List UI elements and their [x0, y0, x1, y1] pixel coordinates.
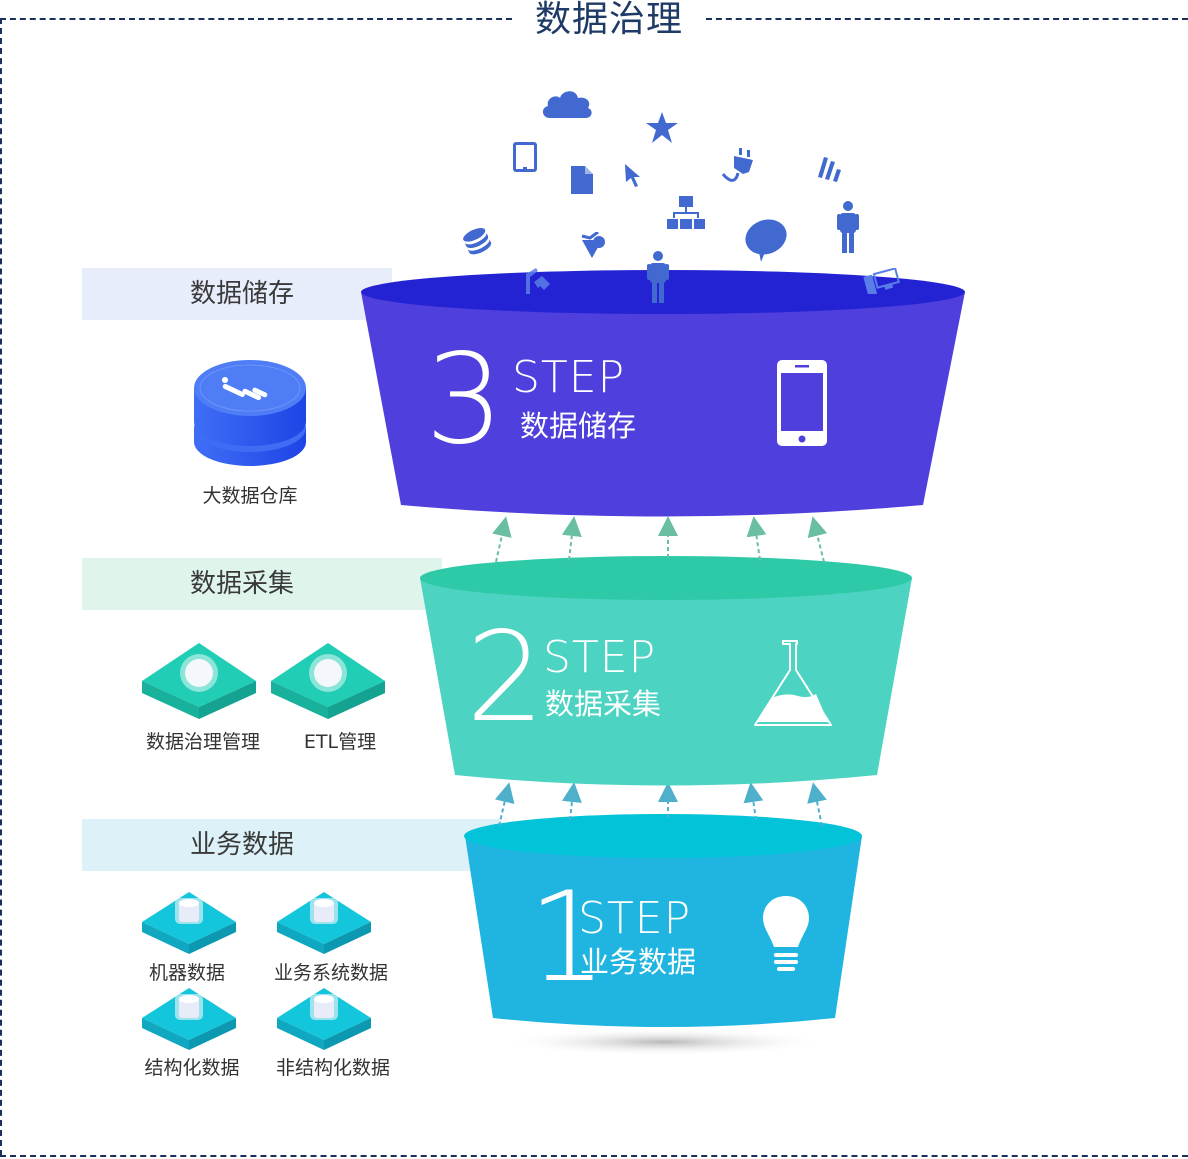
database-cylinder-icon — [194, 360, 306, 466]
step-2-word: STEP — [543, 632, 657, 683]
section-label-collection: 数据采集 — [190, 569, 295, 599]
section-label-storage: 数据储存 — [190, 279, 295, 309]
flow-arrows-2-to-3 — [492, 516, 828, 563]
item-label-data-warehouse: 大数据仓库 — [202, 485, 298, 507]
step-1-label: 业务数据 — [580, 945, 697, 979]
flow-arrow — [561, 782, 582, 821]
step-2-number: 2 — [466, 606, 545, 750]
section-band-business: 业务数据 — [82, 819, 502, 871]
frame-border-left — [0, 18, 2, 1156]
flow-arrow — [494, 782, 515, 827]
item-label-machine-data: 机器数据 — [148, 962, 225, 984]
section-band-storage: 数据储存 — [82, 268, 392, 320]
chat-bubble-icon — [745, 219, 787, 262]
item-label-business-system-data: 业务系统数据 — [273, 962, 388, 984]
flow-arrows-1-to-2 — [494, 782, 827, 827]
page-title: 数据治理 — [534, 0, 683, 40]
funnel-step-1 — [464, 814, 862, 1027]
coins-icon — [463, 228, 492, 255]
flow-arrow — [492, 516, 512, 563]
frame-border-top-right — [706, 18, 1188, 20]
step-1-number: 1 — [528, 866, 607, 1010]
item-label-structured-data: 结构化数据 — [144, 1057, 240, 1079]
flow-arrow — [561, 516, 582, 561]
cursor-icon — [625, 164, 640, 187]
plug-icon — [721, 148, 753, 182]
funnel-step-2 — [420, 556, 912, 786]
step-3-label: 数据储存 — [520, 409, 637, 443]
computer-icon — [863, 268, 901, 294]
flow-arrow — [807, 516, 828, 563]
heart-shield-icon — [581, 232, 605, 258]
person-icon — [647, 251, 669, 303]
lightbulb-icon — [763, 896, 809, 971]
step-3-number: 3 — [425, 328, 504, 472]
item-label-etl-management: ETL管理 — [303, 731, 377, 753]
flow-arrow — [807, 782, 827, 827]
cloud-icon — [542, 91, 592, 118]
tablet-icon — [513, 142, 537, 172]
step-1-word: STEP — [578, 893, 692, 944]
bar-chart-icon — [818, 157, 841, 182]
section-label-business: 业务数据 — [190, 830, 295, 860]
platform-sphere-icon — [142, 643, 256, 719]
step-3-word: STEP — [512, 352, 626, 403]
document-icon — [571, 166, 593, 194]
smartphone-icon — [777, 360, 827, 446]
flask-icon — [754, 640, 832, 726]
platform-sphere-icon — [271, 643, 385, 719]
flow-arrow — [746, 516, 767, 561]
flow-arrow — [743, 782, 764, 821]
org-chart-icon — [667, 196, 705, 229]
section-band-collection: 数据采集 — [82, 558, 442, 610]
platform-cylinder-icon — [142, 988, 236, 1050]
step-2-label: 数据采集 — [545, 687, 662, 721]
house-icon — [526, 268, 550, 294]
item-label-governance-management: 数据治理管理 — [145, 731, 260, 753]
platform-cylinder-icon — [277, 988, 371, 1050]
frame-border-top-left — [0, 18, 512, 20]
star-icon — [646, 112, 678, 143]
funnel-shadow — [499, 1028, 829, 1056]
frame-border-bottom — [0, 1155, 1188, 1157]
platform-cylinder-icon — [142, 892, 236, 954]
person-icon — [837, 201, 859, 253]
platform-cylinder-icon — [277, 892, 371, 954]
item-label-unstructured-data: 非结构化数据 — [275, 1057, 390, 1079]
